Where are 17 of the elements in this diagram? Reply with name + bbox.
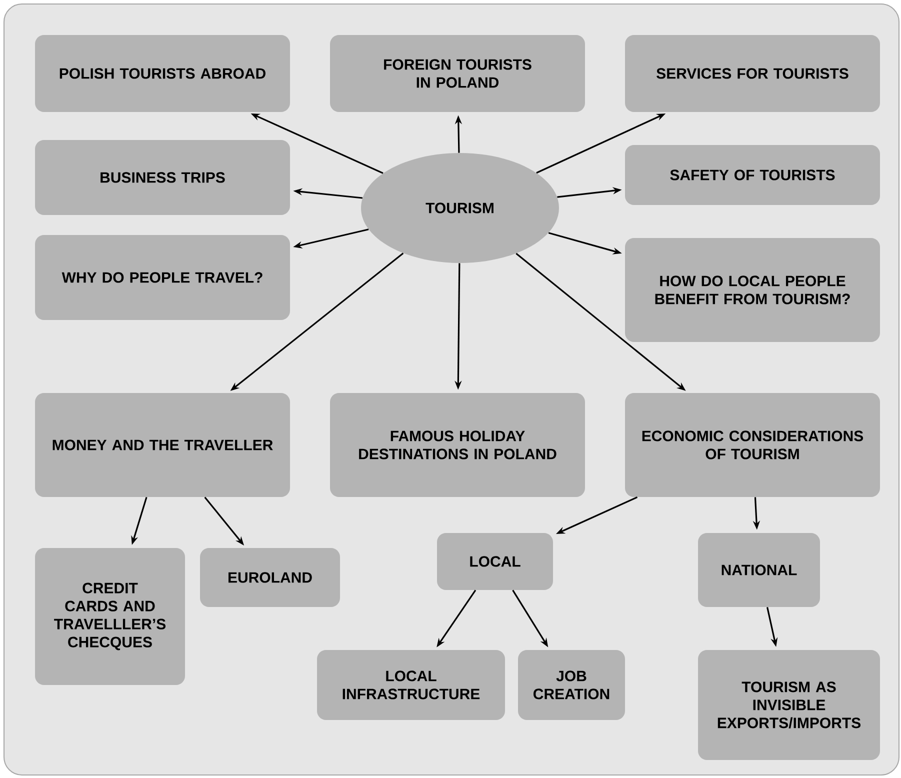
topic-box: MONEY AND THE TRAVELLER: [35, 393, 290, 497]
topic-box: FOREIGN TOURISTS IN POLAND: [330, 35, 585, 112]
topic-box: BUSINESS TRIPS: [35, 140, 290, 215]
topic-box: SERVICES FOR TOURISTS: [625, 35, 880, 112]
topic-box: CREDIT CARDS AND TRAVELLLER’S CHECQUES: [35, 548, 185, 685]
topic-box: ECONOMIC CONSIDERATIONS OF TOURISM: [625, 393, 880, 497]
topic-box: WHY DO PEOPLE TRAVEL?: [35, 235, 290, 320]
topic-box: EUROLAND: [200, 548, 340, 607]
topic-box: TOURISM AS INVISIBLE EXPORTS/IMPORTS: [698, 650, 880, 760]
topic-box: JOB CREATION: [518, 650, 625, 720]
topic-box: LOCAL INFRASTRUCTURE: [317, 650, 505, 720]
topic-box: SAFETY OF TOURISTS: [625, 145, 880, 205]
topic-box: LOCAL: [437, 533, 553, 590]
topic-box: POLISH TOURISTS ABROAD: [35, 35, 290, 112]
topic-box: HOW DO LOCAL PEOPLE BENEFIT FROM TOURISM?: [625, 238, 880, 342]
topic-box: FAMOUS HOLIDAY DESTINATIONS IN POLAND: [330, 393, 585, 497]
topic-box: NATIONAL: [698, 533, 820, 607]
